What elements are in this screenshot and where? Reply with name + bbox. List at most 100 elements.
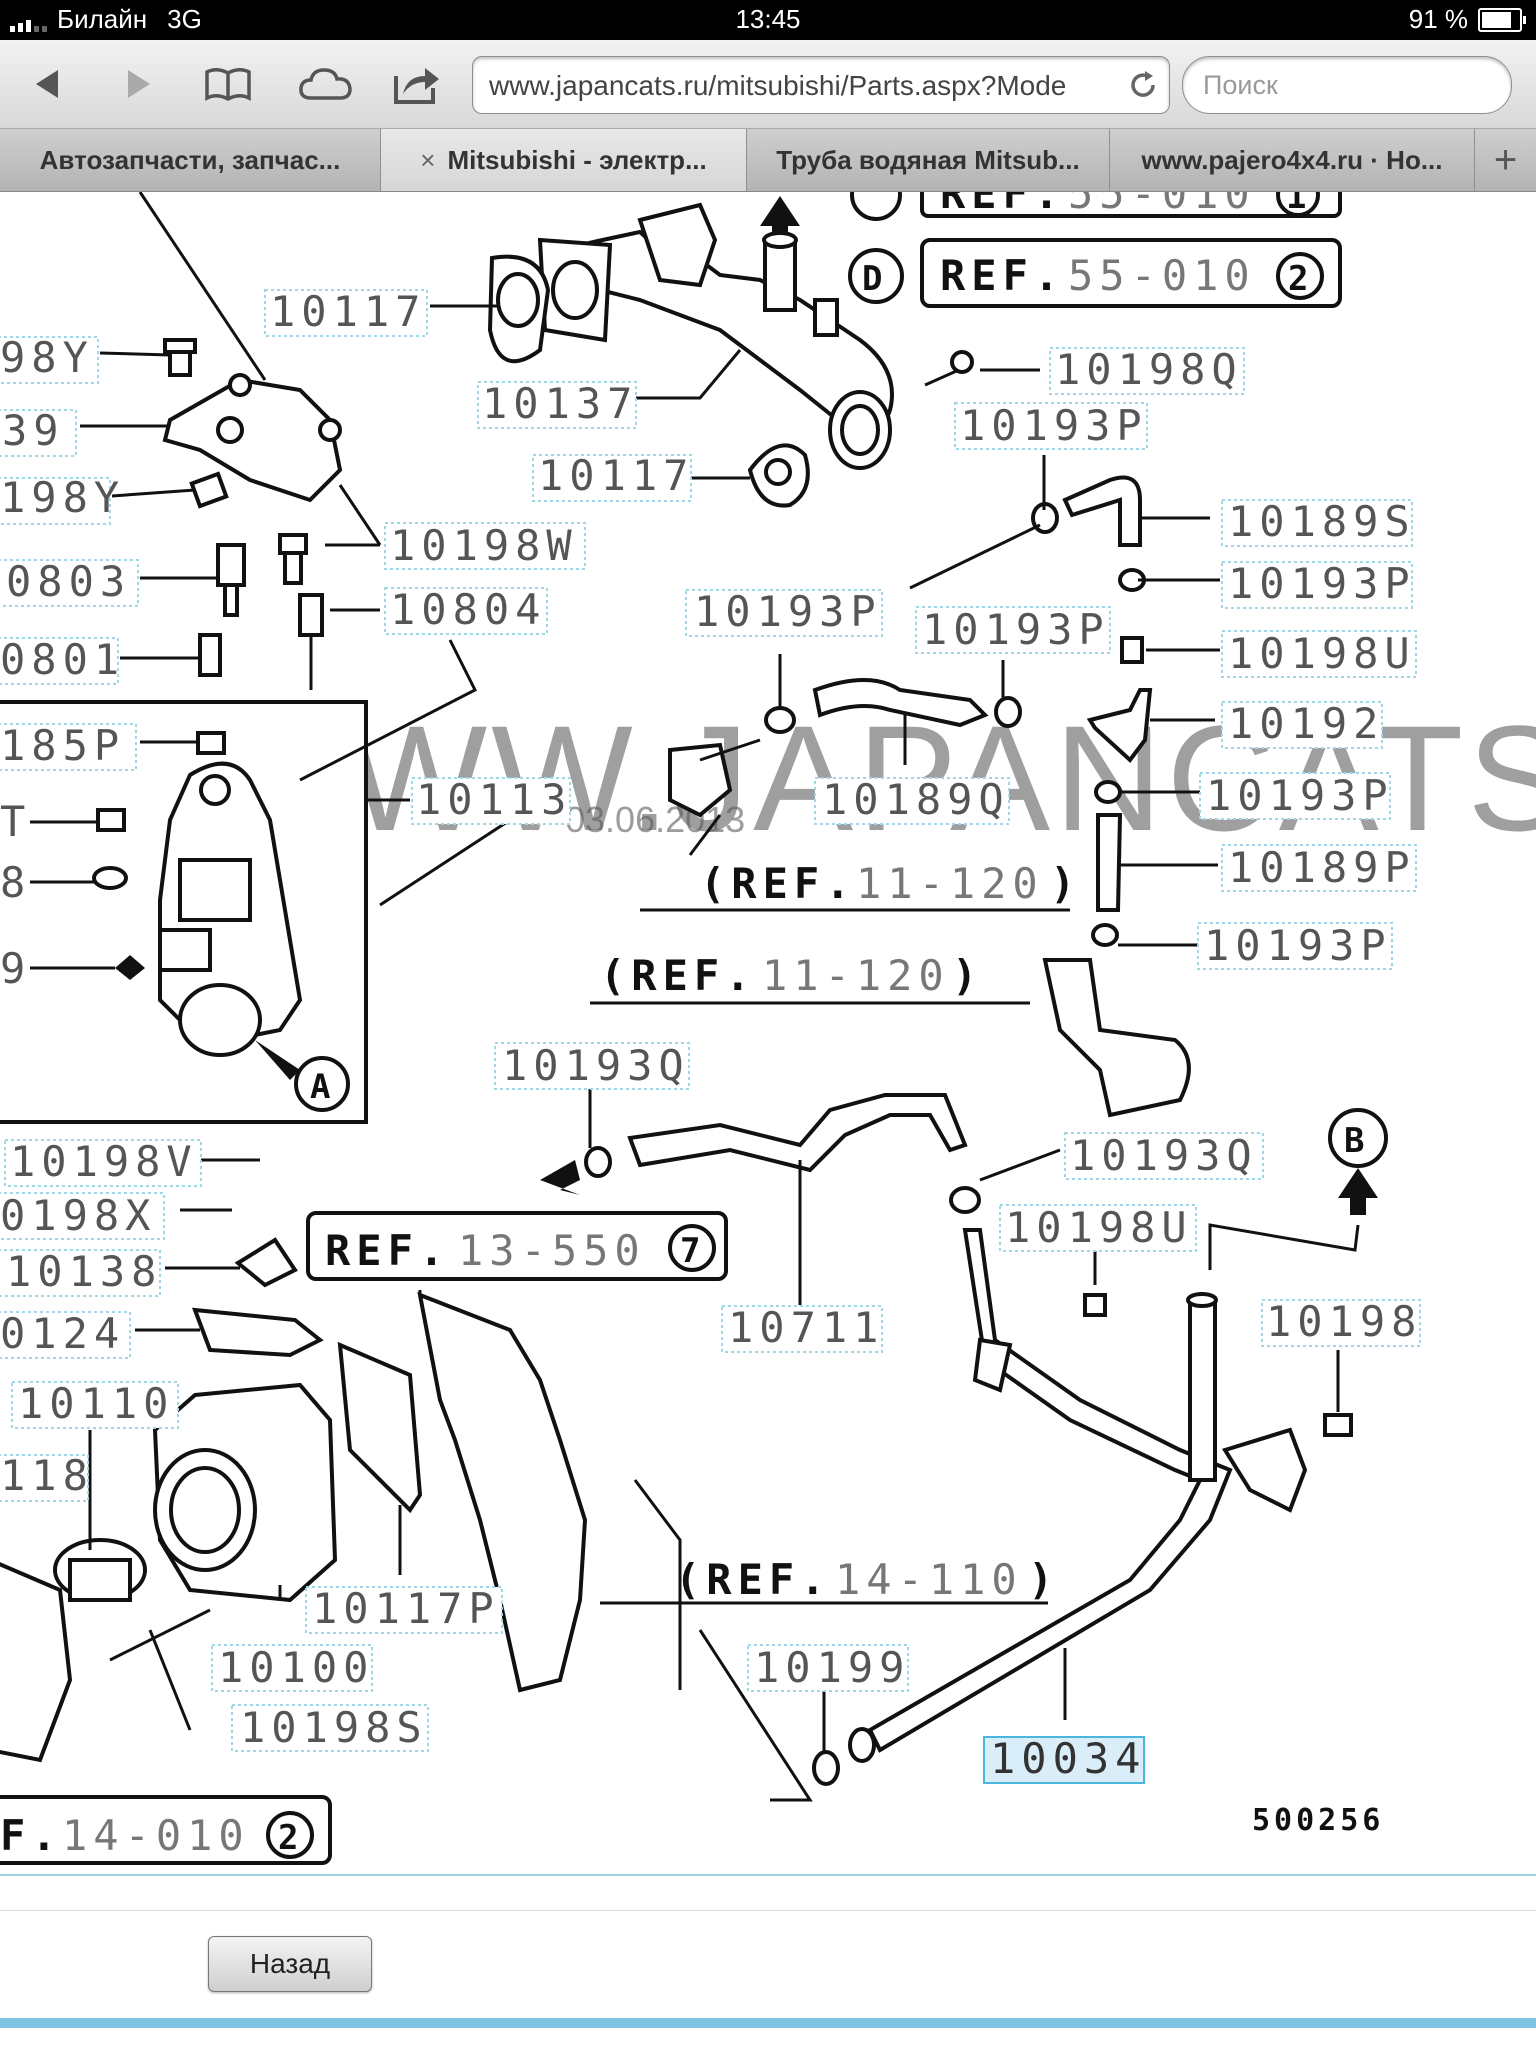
- hose-10189q: [812, 678, 989, 728]
- search-field[interactable]: [1182, 56, 1512, 114]
- ref-box-d: D REF. 55-010 2: [848, 238, 1342, 308]
- ref-box-13-550: REF. 13-550 7: [306, 1211, 728, 1281]
- hose-10189s: [1062, 475, 1142, 547]
- bracket-10138: [234, 1237, 298, 1288]
- svg-text:2: 2: [1288, 259, 1314, 299]
- svg-text:2: 2: [278, 1818, 304, 1858]
- tab-label: Труба водяная Mitsub...: [776, 144, 1080, 175]
- gasket-0124: [191, 1307, 324, 1358]
- label-10117: 10117: [270, 287, 426, 336]
- label-98y: 98Y: [0, 333, 94, 382]
- label-10711: 10711: [728, 1303, 884, 1352]
- tab-mitsubishi-catalog[interactable]: × Mitsubishi - электр...: [381, 129, 747, 191]
- tab-water-pipe[interactable]: Труба водяная Mitsub...: [747, 129, 1110, 191]
- back-arrow-icon[interactable]: [22, 58, 74, 110]
- bolt-198y: [189, 471, 229, 509]
- label-0803: 0803: [6, 557, 131, 606]
- svg-text:14-010: 14-010: [62, 1811, 250, 1860]
- tab-label: Автозапчасти, запчас...: [39, 144, 341, 175]
- label-10110: 10110: [18, 1379, 174, 1428]
- battery-fill: [1482, 11, 1512, 28]
- label-10198: 10198: [1266, 1297, 1422, 1346]
- gasket-10117: [747, 443, 810, 508]
- network-type: 3G: [167, 4, 202, 34]
- svg-text:REF.: REF.: [940, 192, 1065, 218]
- label-39: 39: [2, 406, 65, 455]
- label-10189p: 10189P: [1228, 843, 1416, 892]
- tab-close-icon[interactable]: ×: [420, 144, 436, 175]
- tab-pajero4x4[interactable]: www.pajero4x4.ru · Ho...: [1110, 129, 1475, 191]
- diagram-code: 500256: [1252, 1803, 1384, 1838]
- label-10117p: 10117P: [312, 1584, 500, 1633]
- label-0801: 0801: [0, 635, 125, 684]
- label-9: 9: [0, 944, 31, 993]
- forward-arrow-icon[interactable]: [112, 58, 164, 110]
- label-10198u: 10198U: [1228, 629, 1416, 678]
- label-10804: 10804: [390, 585, 546, 634]
- url-field[interactable]: www.japancats.ru/mitsubishi/Parts.aspx?M…: [472, 56, 1170, 114]
- signal-icon: [10, 8, 47, 32]
- svg-text:14-110: 14-110: [835, 1555, 1023, 1604]
- label-10189s: 10189S: [1228, 497, 1416, 546]
- label-10198q: 10198Q: [1055, 345, 1243, 394]
- hose-10711: [584, 1093, 968, 1178]
- svg-text:55-010: 55-010: [1068, 251, 1256, 300]
- label-0198x: 0198X: [0, 1191, 156, 1240]
- leader-lines: [30, 192, 1360, 1802]
- label-10199: 10199: [754, 1643, 910, 1692]
- bolt-10198u: [1120, 636, 1144, 664]
- ref-box-c: REF. 55-010 1: [850, 192, 1342, 221]
- label-10193q: 10193Q: [1070, 1131, 1258, 1180]
- status-time: 13:45: [735, 4, 801, 34]
- bottom-bar: [0, 2018, 1536, 2028]
- tab-label: www.pajero4x4.ru · Ho...: [1141, 144, 1443, 175]
- label-10198u: 10198U: [1005, 1203, 1193, 1252]
- water-pipe-10137: [487, 202, 894, 470]
- ref-14-110: (REF. 14-110 ): [675, 1555, 1059, 1604]
- back-button[interactable]: Назад: [208, 1936, 372, 1992]
- marker-b: B: [1344, 1121, 1364, 1161]
- left-arrow-icon: [540, 1160, 580, 1195]
- clamp-10193p: [994, 696, 1022, 728]
- tab-label: Mitsubishi - электр...: [447, 144, 707, 175]
- svg-text:(REF.: (REF.: [700, 859, 856, 908]
- divider: [0, 1910, 1536, 1911]
- clamp-10193q: [949, 1186, 981, 1214]
- part-labels: 10117 10137 10117 98Y 39 198Y 0803 0801 …: [0, 287, 1422, 1784]
- battery-icon: [1478, 7, 1526, 32]
- label-118: 118: [0, 1451, 94, 1500]
- reload-icon[interactable]: [1127, 69, 1159, 101]
- label-198y: 198Y: [0, 473, 125, 522]
- share-icon[interactable]: [390, 58, 442, 110]
- svg-text:REF.: REF.: [940, 251, 1065, 300]
- hose-10189p: [1096, 813, 1123, 912]
- clamp-10193p: [1091, 923, 1119, 947]
- svg-text:11-120: 11-120: [856, 859, 1044, 908]
- bookmarks-icon[interactable]: [202, 58, 254, 110]
- sensor-0803: [216, 543, 246, 617]
- tab-bar: Автозапчасти, запчас... × Mitsubishi - э…: [0, 129, 1536, 192]
- new-tab-button[interactable]: +: [1475, 129, 1536, 191]
- label-8: 8: [0, 858, 31, 907]
- bolt-10198: [1323, 1413, 1353, 1437]
- label-10138: 10138: [6, 1247, 162, 1296]
- ref-box-14-010: F. 14-010 2: [0, 1795, 332, 1865]
- svg-text:D: D: [862, 259, 882, 299]
- label-10137: 10137: [482, 379, 638, 428]
- tab-autoparts[interactable]: Автозапчасти, запчас...: [0, 129, 381, 191]
- label-10193p: 10193P: [1228, 559, 1416, 608]
- label-10198w: 10198W: [390, 521, 578, 570]
- svg-text:F.: F.: [0, 1811, 63, 1860]
- svg-text:11-120: 11-120: [762, 951, 950, 1000]
- divider: [0, 1874, 1536, 1876]
- fitting-10113: [668, 738, 761, 818]
- search-input[interactable]: [1201, 67, 1495, 103]
- icloud-icon[interactable]: [296, 58, 356, 110]
- url-text: www.japancats.ru/mitsubishi/Parts.aspx?M…: [489, 70, 1067, 101]
- svg-text:): ): [1028, 1555, 1059, 1604]
- label-10193q: 10193Q: [502, 1041, 690, 1090]
- svg-text:13-550: 13-550: [458, 1226, 646, 1275]
- ref-11-120-a: (REF. 11-120 ): [700, 859, 1075, 908]
- label-10117: 10117: [538, 451, 694, 500]
- svg-text:7: 7: [680, 1231, 706, 1271]
